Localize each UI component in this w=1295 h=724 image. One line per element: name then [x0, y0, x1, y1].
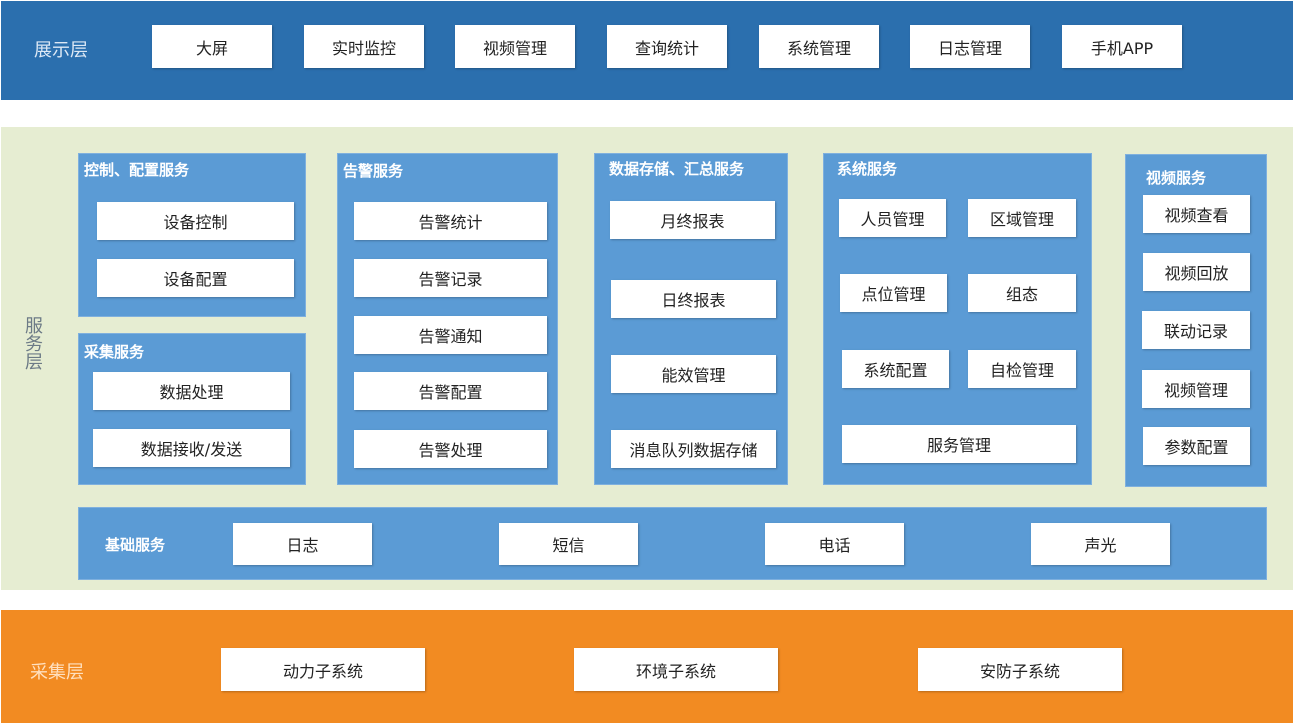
- basic-item-sound-light: 声光: [1031, 523, 1170, 565]
- system-item-configuration: 组态: [968, 274, 1076, 312]
- control-config-title: 控制、配置服务: [84, 161, 190, 179]
- basic-item-sms: 短信: [499, 523, 638, 565]
- collect-service-title: 采集服务: [84, 343, 145, 361]
- display-item-video-management: 视频管理: [455, 25, 575, 68]
- collect-item-data-receive-send: 数据接收/发送: [93, 429, 290, 467]
- basic-service-title: 基础服务: [105, 536, 166, 554]
- data-storage-title: 数据存储、汇总服务: [609, 160, 745, 178]
- collect-item-data-processing: 数据处理: [93, 372, 290, 410]
- system-item-point: 点位管理: [840, 274, 947, 312]
- video-item-parameter-config: 参数配置: [1143, 427, 1250, 465]
- system-service-title: 系统服务: [837, 160, 898, 178]
- alarm-item-statistics: 告警统计: [354, 202, 547, 240]
- service-layer-title-char: 服: [25, 316, 43, 337]
- display-item-log-management: 日志管理: [910, 25, 1030, 68]
- basic-item-phone: 电话: [765, 523, 904, 565]
- video-item-view: 视频查看: [1143, 195, 1250, 233]
- storage-item-daily-report: 日终报表: [611, 280, 776, 318]
- collect-item-power-subsystem: 动力子系统: [221, 648, 425, 691]
- system-item-self-check: 自检管理: [968, 350, 1076, 388]
- display-item-system-management: 系统管理: [759, 25, 879, 68]
- collect-layer-title: 采集层: [30, 662, 84, 683]
- video-item-linkage-record: 联动记录: [1142, 311, 1250, 349]
- system-item-service-management: 服务管理: [842, 425, 1076, 463]
- system-item-system-config: 系统配置: [842, 350, 949, 388]
- basic-item-log: 日志: [233, 523, 372, 565]
- display-item-realtime-monitor: 实时监控: [304, 25, 424, 68]
- control-item-device-control: 设备控制: [97, 202, 294, 240]
- alarm-item-handle: 告警处理: [354, 430, 547, 468]
- alarm-service-title: 告警服务: [343, 162, 404, 180]
- service-layer-title-char: 务: [25, 334, 43, 355]
- system-item-personnel: 人员管理: [839, 199, 946, 237]
- storage-item-energy-efficiency: 能效管理: [611, 355, 776, 393]
- service-layer-title-char: 层: [25, 352, 43, 373]
- video-service-title: 视频服务: [1146, 169, 1207, 187]
- system-item-area: 区域管理: [968, 199, 1076, 237]
- display-item-query-statistics: 查询统计: [607, 25, 727, 68]
- storage-item-monthly-report: 月终报表: [610, 201, 775, 239]
- collect-item-security-subsystem: 安防子系统: [918, 648, 1122, 691]
- video-item-playback: 视频回放: [1143, 253, 1250, 291]
- display-layer-title: 展示层: [34, 40, 88, 61]
- alarm-item-config: 告警配置: [354, 372, 547, 410]
- storage-item-message-queue: 消息队列数据存储: [611, 430, 776, 468]
- control-item-device-config: 设备配置: [97, 259, 294, 297]
- alarm-item-notify: 告警通知: [354, 316, 547, 354]
- alarm-item-record: 告警记录: [354, 259, 547, 297]
- service-layer-title: 服 务 层: [24, 318, 44, 372]
- display-item-big-screen: 大屏: [152, 25, 272, 68]
- display-item-mobile-app: 手机APP: [1062, 25, 1182, 68]
- collect-item-environment-subsystem: 环境子系统: [574, 648, 778, 691]
- video-item-management: 视频管理: [1142, 370, 1250, 408]
